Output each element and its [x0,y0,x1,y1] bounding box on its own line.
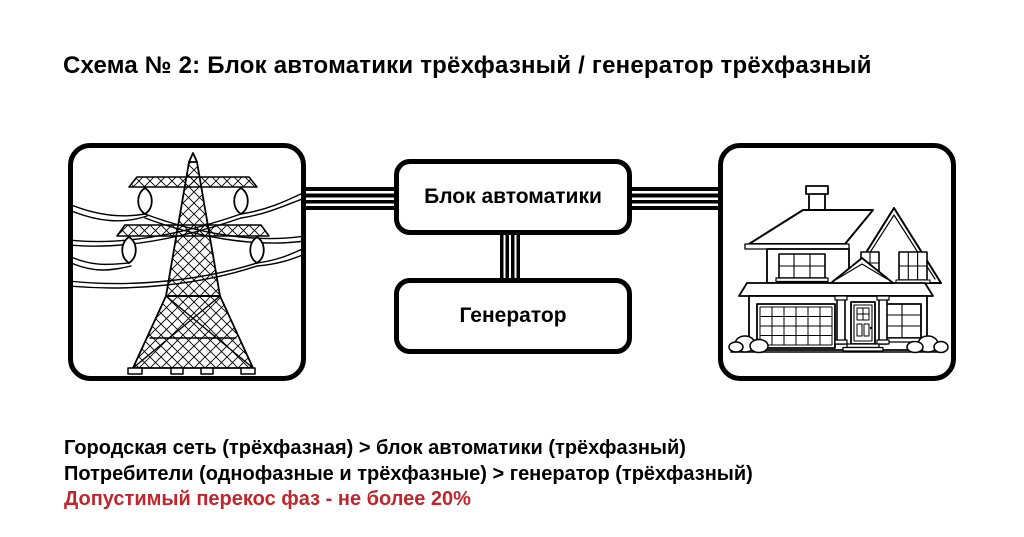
notes-block: Городская сеть (трёхфазная) > блок автом… [64,436,753,513]
automation-block-label: Блок автоматики [424,185,602,208]
page-title: Схема № 2: Блок автоматики трёхфазный / … [63,52,872,79]
note-phase-imbalance: Допустимый перекос фаз - не более 20% [64,488,471,510]
wire-automation-to-house [626,187,726,210]
city-grid-node [68,143,306,381]
generator-block: Генератор [394,278,632,354]
consumers-node [718,143,956,381]
power-line-tower-icon [73,152,301,375]
automation-block: Блок автоматики [394,159,632,235]
wire-grid-to-automation [300,187,400,210]
wire-automation-to-generator [500,228,521,288]
house-icon [728,185,949,354]
note-consumers: Потребители (однофазные и трёхфазные) > … [64,462,753,485]
note-city-grid: Городская сеть (трёхфазная) > блок автом… [64,437,686,459]
generator-block-label: Генератор [459,304,567,327]
